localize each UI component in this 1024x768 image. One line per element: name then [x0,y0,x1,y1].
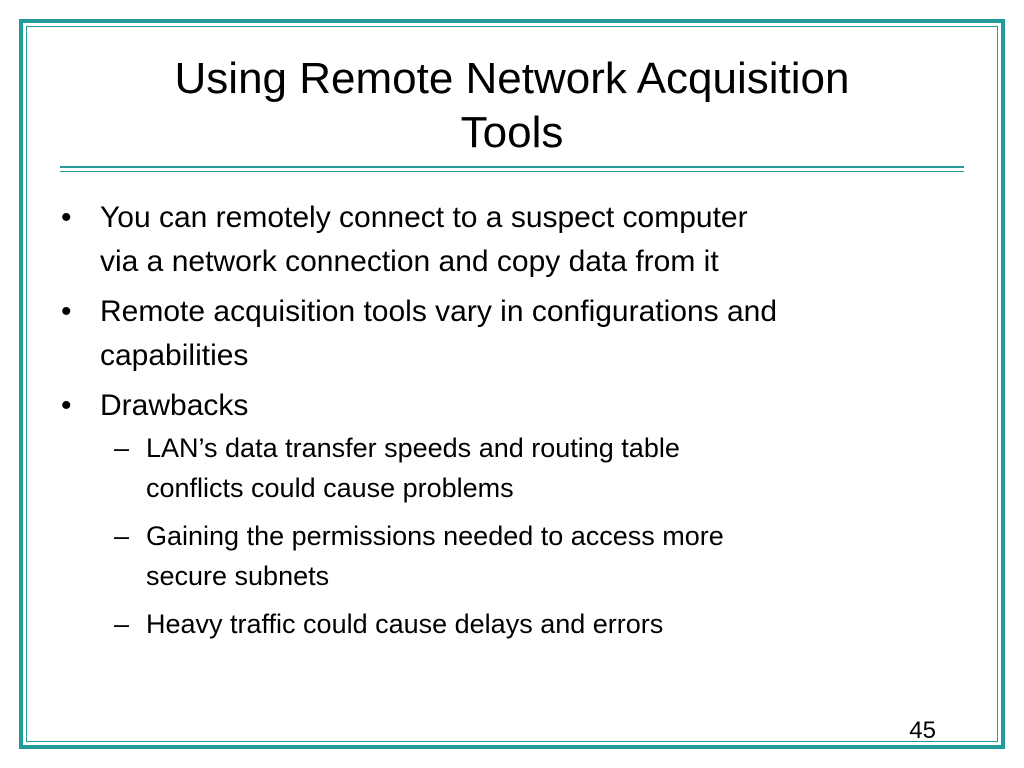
bullet-marker: • [61,389,72,422]
slide-title-line: Using Remote Network Acquisition [174,54,850,103]
sub-bullet-text-line: secure subnets [146,561,330,591]
slide-frame-outer [19,19,1005,749]
sub-bullet-item: – Heavy traffic could cause delays and e… [58,604,958,644]
sub-bullet-item: – Gaining the permissions needed to acce… [58,516,958,596]
bullet-marker: • [61,295,72,328]
bullet-item: • Remote acquisition tools vary in confi… [58,290,958,378]
bullet-item: • Drawbacks – LAN’s data transfer speeds… [58,384,958,644]
sub-bullet-text-line: Gaining the permissions needed to access… [146,521,724,551]
bullet-text-line: Remote acquisition tools vary in configu… [100,295,778,328]
title-divider [60,166,964,172]
sub-bullet-marker: – [114,521,130,551]
slide-title-line: Tools [460,108,564,157]
bullet-text-line: You can remotely connect to a suspect co… [100,201,748,234]
slide-frame-inner [26,26,998,742]
bullet-text-line: via a network connection and copy data f… [100,245,719,278]
sub-bullet-list: – LAN’s data transfer speeds and routing… [58,428,958,644]
slide-title: Using Remote Network Acquisition Tools [60,52,964,160]
bullet-list: • You can remotely connect to a suspect … [58,196,958,652]
bullet-item: • You can remotely connect to a suspect … [58,196,958,284]
page-number: 45 [909,717,936,744]
bullet-text-line: Drawbacks [100,389,249,422]
sub-bullet-text-line: conflicts could cause problems [146,473,514,503]
sub-bullet-text-line: LAN’s data transfer speeds and routing t… [146,433,680,463]
sub-bullet-marker: – [114,609,130,639]
sub-bullet-text-line: Heavy traffic could cause delays and err… [146,609,664,639]
bullet-marker: • [61,201,72,234]
bullet-text-line: capabilities [100,339,249,372]
sub-bullet-marker: – [114,433,130,463]
sub-bullet-item: – LAN’s data transfer speeds and routing… [58,428,958,508]
